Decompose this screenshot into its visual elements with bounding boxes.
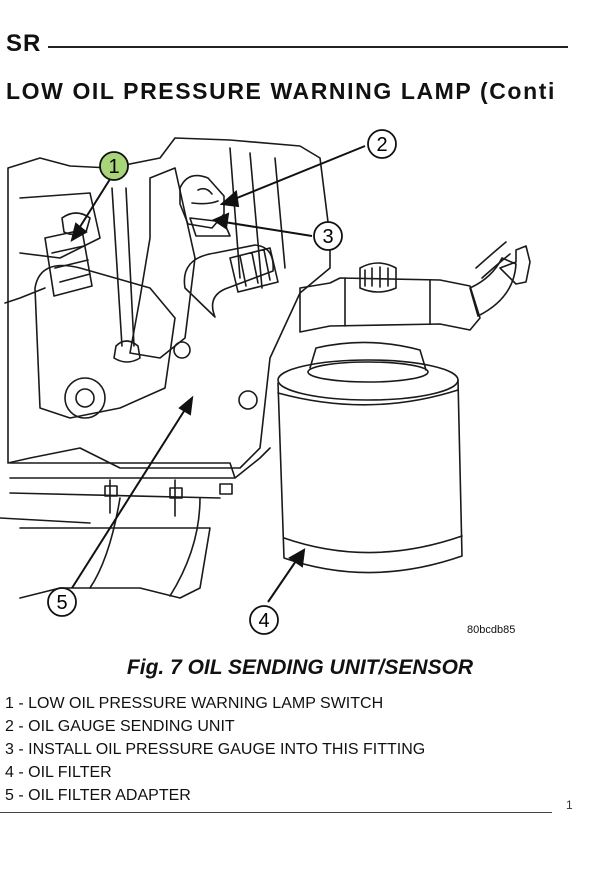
callout-1-number: 1 xyxy=(108,156,119,178)
bolt xyxy=(238,390,258,410)
figure-code: 80bcdb85 xyxy=(467,624,516,636)
callout-2-number: 2 xyxy=(376,134,387,156)
legend-item: 3 - INSTALL OIL PRESSURE GAUGE INTO THIS… xyxy=(5,741,426,758)
connector-wire xyxy=(4,287,46,304)
dipstick-tube xyxy=(111,187,135,347)
pipe-elbow-detail xyxy=(475,241,511,279)
header-rule xyxy=(48,46,568,48)
callout-4-number: 4 xyxy=(258,610,269,632)
callout-3-number: 3 xyxy=(322,226,333,248)
connector-detail xyxy=(51,245,91,283)
block-detail xyxy=(19,192,101,259)
bottom-rule xyxy=(0,812,552,813)
engine-block xyxy=(7,137,331,469)
block-detail xyxy=(129,167,196,359)
block-detail xyxy=(34,264,176,419)
callout-4-circle xyxy=(249,605,279,635)
figure-caption: Fig. 7 OIL SENDING UNIT/SENSOR xyxy=(126,656,474,679)
leader-arrow-5 xyxy=(178,395,194,416)
legend-item: 4 - OIL FILTER xyxy=(5,764,112,781)
sending-unit xyxy=(179,174,225,229)
filter-shoulder xyxy=(277,389,459,406)
pipe-end xyxy=(499,245,531,285)
legend-item: 5 - OIL FILTER ADAPTER xyxy=(5,787,191,804)
pan-bolt xyxy=(104,483,233,499)
leader-line-5 xyxy=(71,407,187,589)
pipe-coupling xyxy=(359,262,397,293)
filter-bottom xyxy=(283,535,463,554)
leader-arrow-2 xyxy=(219,190,240,208)
dipstick-base xyxy=(113,340,141,363)
bolt xyxy=(173,341,191,359)
callout-3-circle xyxy=(313,221,343,251)
leader-line-2 xyxy=(231,145,366,201)
callout-5-number: 5 xyxy=(56,592,67,614)
filter-neck xyxy=(309,341,427,371)
pan-rail xyxy=(9,447,271,479)
page-title: LOW OIL PRESSURE WARNING LAMP (Conti xyxy=(6,78,556,104)
oil-pan xyxy=(19,527,211,599)
leader-arrow-1 xyxy=(70,222,88,243)
pressure-switch-connector xyxy=(44,229,93,297)
sending-unit-detail xyxy=(191,187,219,205)
boss-circle xyxy=(64,377,106,419)
sending-unit-nut xyxy=(189,217,231,237)
leader-arrow-4 xyxy=(288,548,306,568)
oil-pan-detail xyxy=(89,497,201,597)
filter-top xyxy=(277,359,459,401)
adapter-elbow xyxy=(183,244,274,318)
boss-circle xyxy=(75,388,95,408)
callout-1-circle xyxy=(99,151,129,181)
leader-line-1 xyxy=(77,175,113,231)
legend-list: 1 - LOW OIL PRESSURE WARNING LAMP SWITCH… xyxy=(5,692,425,807)
edge-mark: 1 xyxy=(566,798,573,812)
filter-gasket xyxy=(307,361,429,383)
engine-illustration: 1 2 3 4 5 xyxy=(0,129,531,635)
legend-item: 2 - OIL GAUGE SENDING UNIT xyxy=(5,718,235,735)
leader-arrow-3 xyxy=(211,212,230,230)
leader-line-4 xyxy=(267,557,299,603)
callout-5-circle xyxy=(47,587,77,617)
pipe-detail xyxy=(344,277,431,327)
oil-cooler-pipe xyxy=(299,277,481,333)
leader-line-3 xyxy=(223,221,313,237)
pipe-elbow xyxy=(469,257,517,317)
block-detail xyxy=(229,147,286,289)
legend-item: 1 - LOW OIL PRESSURE WARNING LAMP SWITCH xyxy=(5,695,384,712)
callout-2-circle xyxy=(367,129,397,159)
section-code: SR xyxy=(6,30,42,57)
adapter-fitting xyxy=(229,247,279,293)
